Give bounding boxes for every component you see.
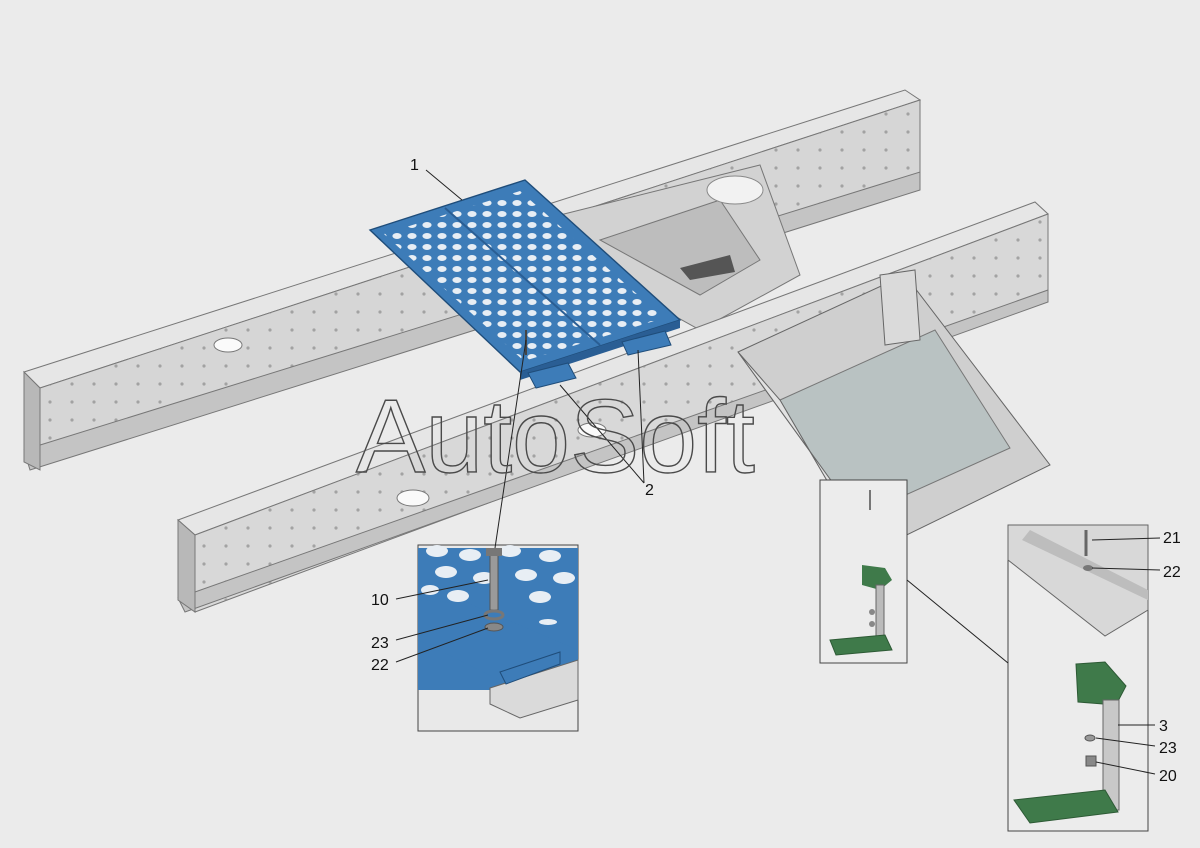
watermark-text: AutoSoft: [356, 379, 755, 495]
perforated-plate: [368, 179, 682, 380]
callout-main-plate: 1: [410, 157, 419, 174]
plate-mounting-brackets: [525, 330, 672, 389]
callout-nut2-detail2: 20: [1159, 768, 1177, 785]
callout-bolt: 10: [371, 592, 389, 609]
step-box-assembly: [737, 269, 1051, 549]
detail-inset-step-bracket: [1007, 524, 1149, 832]
detail-inset-step-small: [819, 479, 908, 664]
callout-bolt-detail2: 21: [1163, 530, 1181, 547]
callout-nut-detail1: 22: [371, 657, 389, 674]
callout-washer-detail1: 23: [371, 635, 389, 652]
callout-brackets: 2: [645, 482, 654, 499]
callout-washer-detail2: 23: [1159, 740, 1177, 757]
callout-nut-detail2: 22: [1163, 564, 1181, 581]
leader-lines: [395, 169, 1161, 775]
callout-step-bracket: 3: [1159, 718, 1168, 735]
detail-inset-plate-bolt: [417, 544, 579, 732]
cross-member: [559, 164, 801, 331]
